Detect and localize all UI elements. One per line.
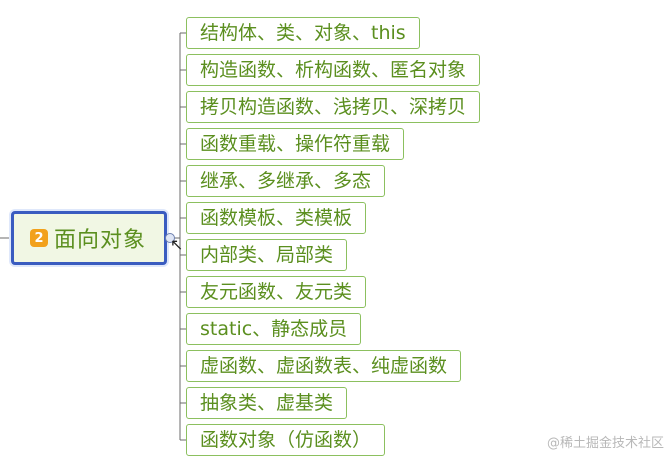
subtopic-node[interactable]: 继承、多继承、多态 <box>186 165 386 197</box>
watermark: @稀土掘金技术社区 <box>546 436 664 451</box>
subtopic-row: 函数模板、类模板 <box>186 202 480 239</box>
subtopic-row: 继承、多继承、多态 <box>186 165 480 202</box>
subtopic-node[interactable]: 结构体、类、对象、this <box>186 17 420 49</box>
subtopic-node[interactable]: 函数对象（仿函数） <box>186 424 386 456</box>
subtopic-row: 友元函数、友元类 <box>186 276 480 313</box>
subtopic-node[interactable]: 构造函数、析构函数、匿名对象 <box>186 54 481 86</box>
root-topic-label: 面向对象 <box>54 228 147 253</box>
subtopic-row: 函数重载、操作符重载 <box>186 128 480 165</box>
mouse-pointer-icon: ↖ <box>170 235 184 254</box>
subtopic-row: 构造函数、析构函数、匿名对象 <box>186 54 481 91</box>
subtopic-row: 结构体、类、对象、this <box>186 17 480 54</box>
priority-badge: 2 <box>30 229 48 247</box>
subtopic-node[interactable]: 内部类、局部类 <box>186 239 348 271</box>
subtopic-node[interactable]: 抽象类、虚基类 <box>186 387 348 419</box>
subtopic-node[interactable]: static、静态成员 <box>186 313 362 345</box>
subtopic-row: 虚函数、虚函数表、纯虚函数 <box>186 350 480 387</box>
subtopic-list: 结构体、类、对象、this 构造函数、析构函数、匿名对象拷贝构造函数、浅拷贝、深拷… <box>186 17 481 461</box>
subtopic-row: 拷贝构造函数、浅拷贝、深拷贝 <box>186 91 481 128</box>
subtopic-row: 抽象类、虚基类 <box>186 387 480 424</box>
subtopic-node[interactable]: 函数模板、类模板 <box>186 202 367 234</box>
subtopic-row: static、静态成员 <box>186 313 480 350</box>
root-topic-node[interactable]: 2 面向对象 <box>11 211 167 265</box>
subtopic-node[interactable]: 虚函数、虚函数表、纯虚函数 <box>186 350 462 382</box>
subtopic-node[interactable]: 拷贝构造函数、浅拷贝、深拷贝 <box>186 91 481 123</box>
subtopic-row: 函数对象（仿函数） <box>186 424 480 461</box>
collapse-toggle[interactable] <box>165 233 175 243</box>
subtopic-row: 内部类、局部类 <box>186 239 480 276</box>
subtopic-node[interactable]: 友元函数、友元类 <box>186 276 367 308</box>
subtopic-node[interactable]: 函数重载、操作符重载 <box>186 128 405 160</box>
